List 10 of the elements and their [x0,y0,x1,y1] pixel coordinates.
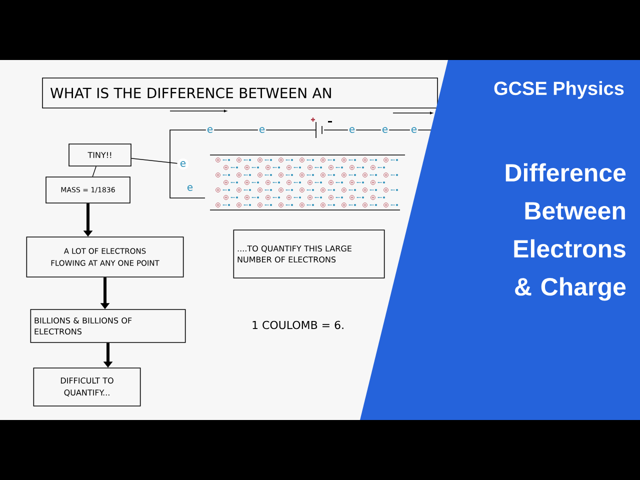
equation-text: 1 COULOMB = 6. [252,320,344,330]
panel-title: Difference Between Electrons & Charge [506,163,626,301]
title-box: WHAT IS THE DIFFERENCE BETWEEN AN [42,78,438,108]
text-box: TINY!! [68,144,132,166]
text-box: DIFFICULT TO QUANTIFY... [33,368,141,406]
text-box: ....TO QUANTIFY THIS LARGE NUMBER OF ELECTRONS [233,230,385,278]
connector-line [92,166,96,177]
connector-line [131,158,178,164]
text-box: BILLIONS & BILLIONS OF ELECTRONS [30,309,186,343]
panel-heading: GCSE Physics [494,81,624,99]
